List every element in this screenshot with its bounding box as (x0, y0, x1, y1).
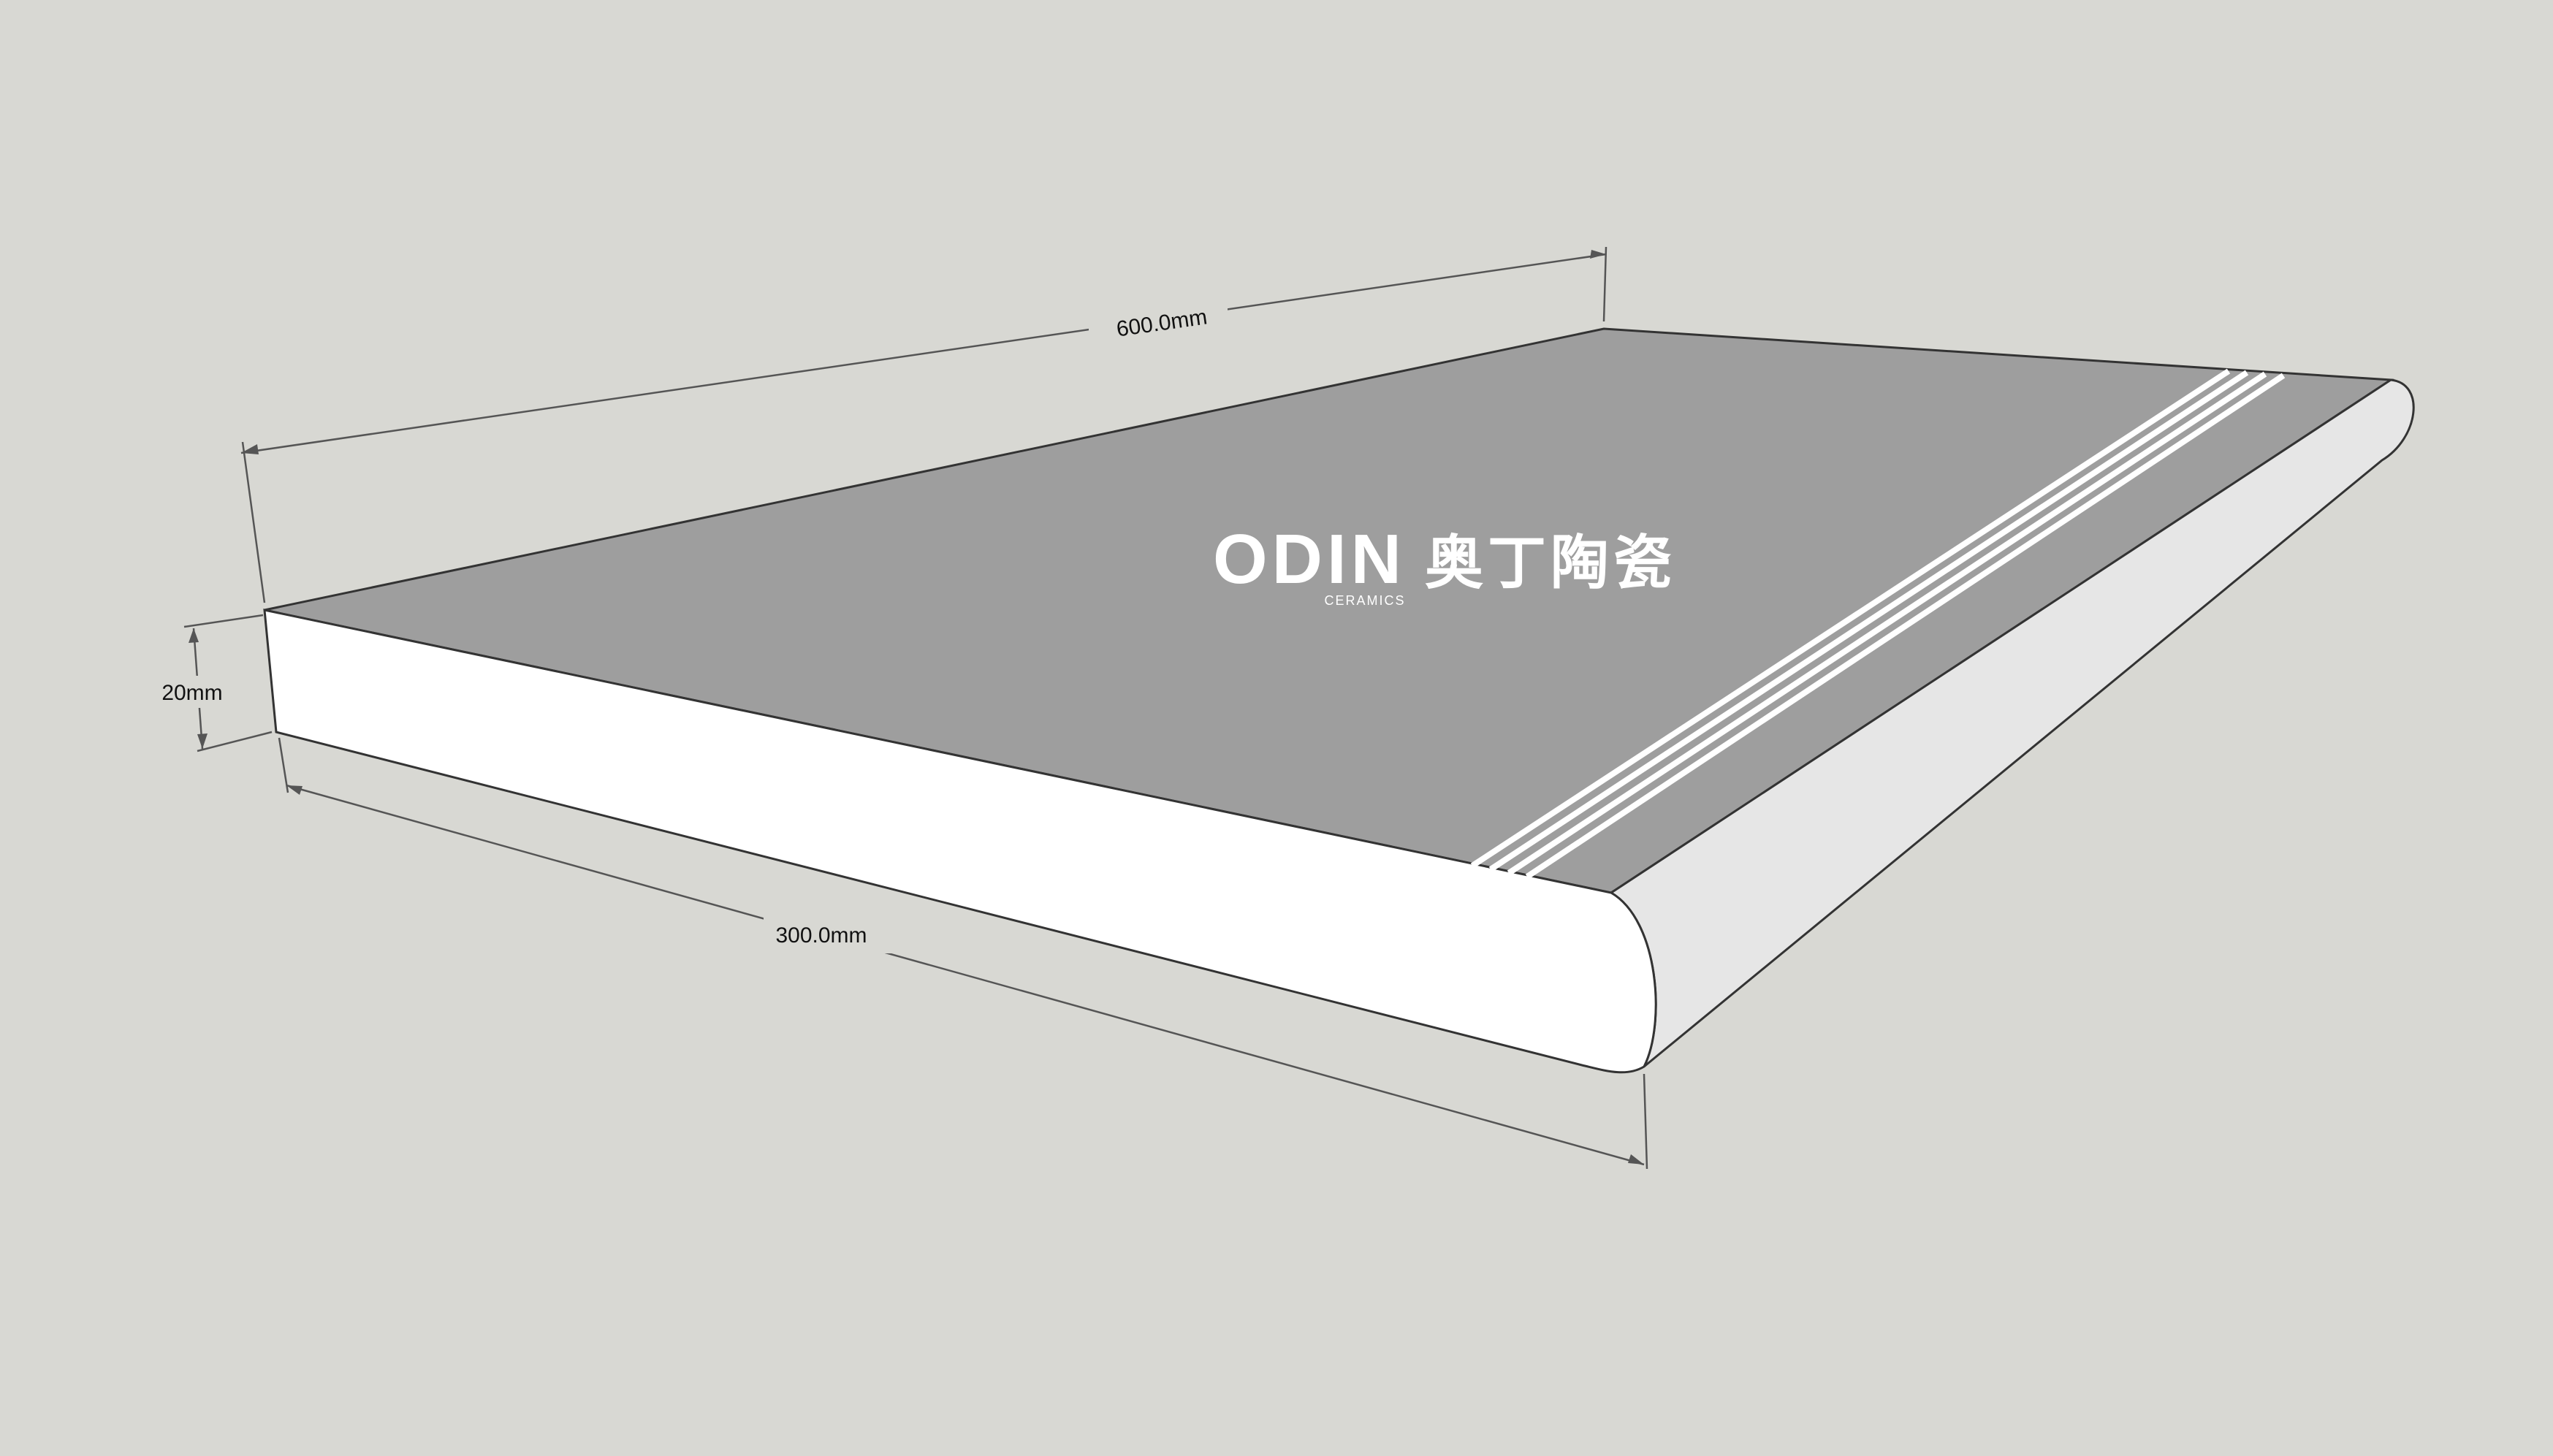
groove-line (1488, 370, 2249, 872)
tile-side-face (263, 609, 1657, 1074)
width-label: 300.0mm (775, 923, 867, 948)
groove-line (1507, 371, 2267, 876)
dimension-width (278, 737, 1648, 1170)
length-label-bg (1089, 300, 1228, 336)
groove-line (1525, 373, 2286, 880)
anti-slip-grooves (1470, 368, 2286, 880)
logo-subtitle: CERAMICS (1324, 593, 1405, 608)
thickness-label: 20mm (161, 681, 222, 705)
thickness-label-bg (150, 676, 232, 708)
logo-wordmark: ODIN (1213, 520, 1406, 598)
odin-logo: ODIN 奥丁陶瓷 CERAMICS (1213, 520, 1676, 608)
dimension-length (240, 246, 1607, 603)
groove-line (1470, 368, 2231, 869)
width-label-bg (764, 917, 910, 953)
logo-chinese-name: 奥丁陶瓷 (1425, 529, 1676, 597)
